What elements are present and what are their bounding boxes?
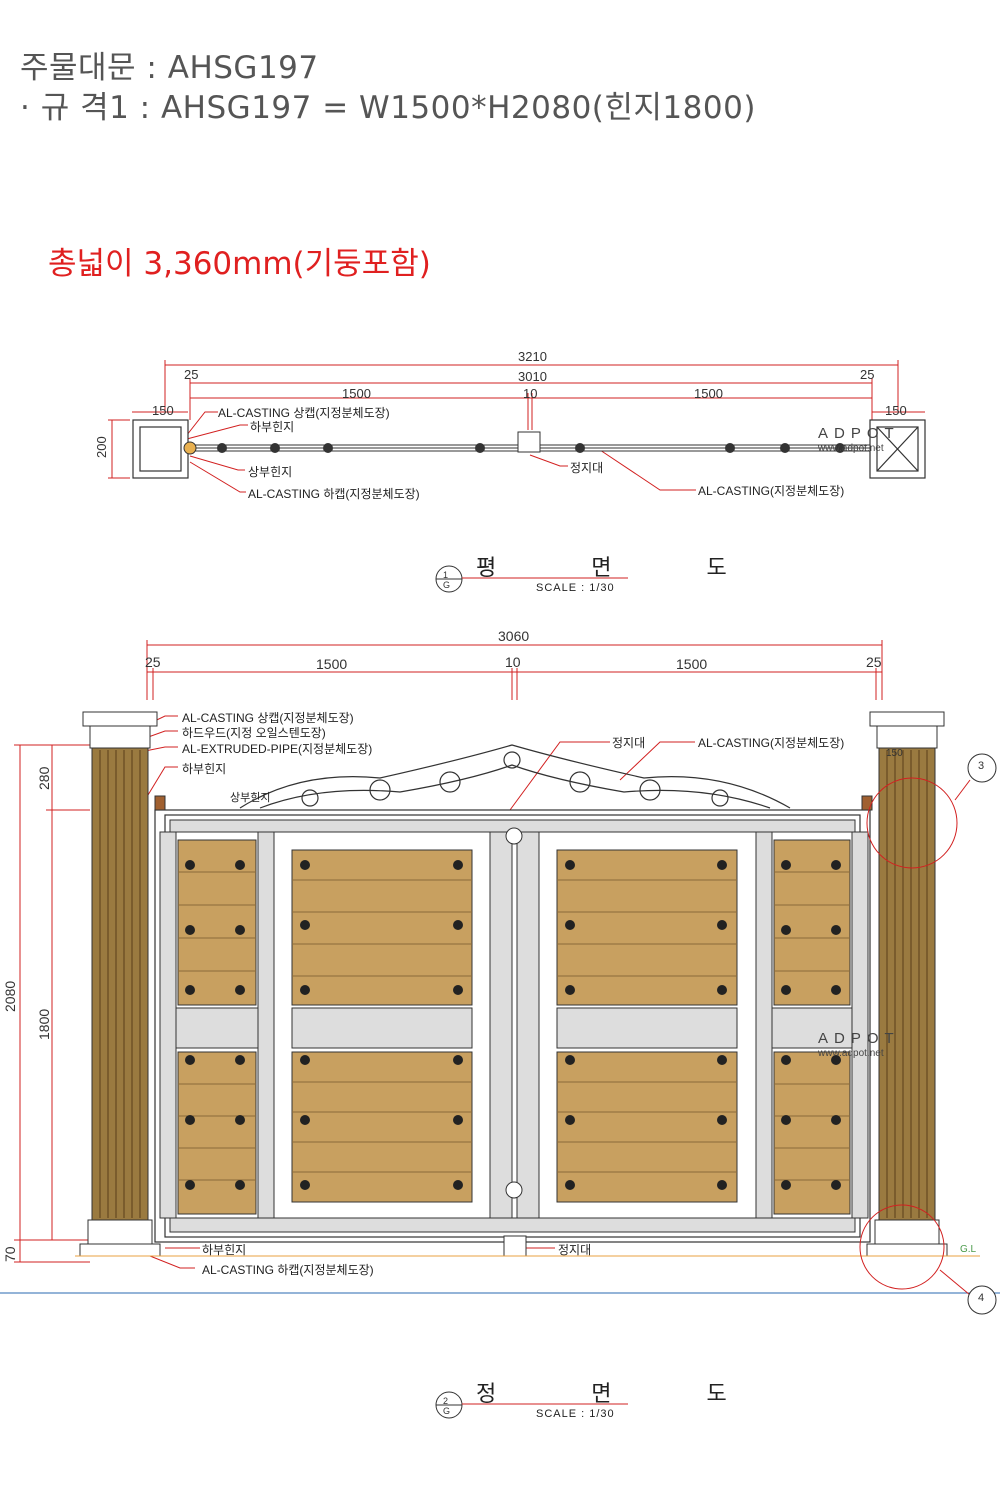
product-title: 주물대문 : AHSG197 <box>20 50 319 86</box>
plan-label-casting: AL-CASTING(지정분체도장) <box>698 484 845 498</box>
elev-dim-total-height: 2080 <box>2 980 18 1012</box>
elev-dim-right-leaf: 1500 <box>676 656 708 672</box>
panel-studs <box>185 860 841 1190</box>
elev-label-stopper-bottom: 정지대 <box>558 1243 592 1257</box>
elevation-scale: SCALE : 1/30 <box>536 1408 615 1420</box>
elevation-title: 정 면 도 <box>476 1382 771 1407</box>
elev-watermark-url: www.adpot.net <box>818 1048 884 1059</box>
right-pillar <box>866 711 948 1257</box>
elev-label-top-cap: AL-CASTING 상캡(지정분체도장) <box>182 711 354 725</box>
plan-label-top-cap: AL-CASTING 상캡(지정분체도장) <box>218 406 390 420</box>
plan-label-upper-hinge: 상부힌지 <box>248 465 293 479</box>
plan-dim-right-leaf: 1500 <box>694 386 723 401</box>
total-width: 총넓이 3,360mm(기둥포함) <box>48 246 431 282</box>
elev-label-lower-hinge-top: 하부힌지 <box>182 762 227 776</box>
elev-dim-hinge-height: 1800 <box>36 1008 52 1040</box>
plan-dim-inner: 3010 <box>518 369 547 384</box>
product-spec: · 규 격1 : AHSG197 = W1500*H2080(힌지1800) <box>20 90 756 126</box>
plan-label-bottom-cap: AL-CASTING 하캡(지정분체도장) <box>248 487 420 501</box>
elev-label-stopper-top: 정지대 <box>612 736 646 750</box>
plan-dim-right-post: 150 <box>885 403 907 418</box>
elev-label-hardwood: 하드우드(지정 오일스텐도장) <box>182 726 326 740</box>
elev-label-pipe: AL-EXTRUDED-PIPE(지정분체도장) <box>182 742 373 756</box>
ornamental-bands <box>159 819 869 1233</box>
elev-dim-top-height: 280 <box>36 766 52 790</box>
wood-grain <box>178 871 850 1181</box>
elev-dim-overall: 3060 <box>498 628 530 644</box>
elev-dim-right-gap: 25 <box>866 654 882 670</box>
detail-markers <box>967 753 997 1315</box>
elev-watermark-brand: ADPOT <box>818 1030 900 1047</box>
elev-dim-left-gap: 25 <box>145 654 161 670</box>
elev-dim-center: 10 <box>505 654 521 670</box>
plan-dim-right-gap: 25 <box>860 367 875 382</box>
detail-marker-3: 3 <box>978 760 985 772</box>
elev-marker-sub: G <box>443 1406 451 1416</box>
plan-dim-left-leaf: 1500 <box>342 386 371 401</box>
elev-label-bottom-cap: AL-CASTING 하캡(지정분체도장) <box>202 1263 374 1277</box>
wood-panels <box>177 839 851 1215</box>
plan-label-stopper: 정지대 <box>570 461 604 475</box>
plan-dim-depth: 200 <box>94 436 109 458</box>
elev-label-casting: AL-CASTING(지정분체도장) <box>698 736 845 750</box>
plan-dimension-lines <box>108 360 925 493</box>
ground-level-label: G.L <box>960 1244 977 1255</box>
elevation-title-marker <box>435 1391 628 1419</box>
elevation-dimension-lines <box>14 640 883 1269</box>
plan-dim-left-gap: 25 <box>184 367 199 382</box>
plan-gate-rail <box>183 431 871 455</box>
plan-watermark-brand: ADPOT <box>818 425 900 442</box>
pillar-fluting <box>99 750 928 1218</box>
detail-marker-4: 4 <box>978 1292 985 1304</box>
elev-dim-post-width: 150 <box>886 748 903 759</box>
elev-marker-number: 2 <box>443 1396 449 1406</box>
plan-dim-overall: 3210 <box>518 349 547 364</box>
elev-dim-left-leaf: 1500 <box>316 656 348 672</box>
elev-dim-base-height: 70 <box>2 1246 18 1262</box>
plan-posts <box>132 419 926 479</box>
elev-label-upper-hinge: 상부힌지 <box>230 792 271 804</box>
plan-dim-center: 10 <box>523 386 538 401</box>
plan-dim-left-post: 150 <box>152 403 174 418</box>
plan-studs <box>217 443 845 453</box>
plan-title: 평 면 도 <box>476 556 771 581</box>
plan-watermark-url: www.adpot.net <box>818 443 884 454</box>
plan-scale: SCALE : 1/30 <box>536 582 615 594</box>
plan-marker-number: 1 <box>443 570 449 580</box>
left-pillar <box>79 711 161 1257</box>
elev-label-lower-hinge-bottom: 하부힌지 <box>202 1243 247 1257</box>
gate-crest-ornament <box>239 744 791 809</box>
plan-marker-sub: G <box>443 580 451 590</box>
detail-circles <box>859 777 971 1296</box>
plan-title-marker <box>435 565 628 593</box>
plan-label-lower-hinge: 하부힌지 <box>250 420 295 434</box>
